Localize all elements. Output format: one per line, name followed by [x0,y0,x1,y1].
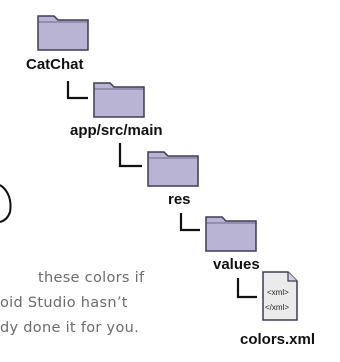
connector-line [236,278,257,299]
folder-label-res: res [168,191,191,208]
folder-icon [147,151,199,187]
xml-open-tag: <xml> [267,288,289,297]
annotation-line: oid Studio hasn’t [0,295,128,311]
connector-line [66,81,88,100]
xml-file-icon: <xml> </xml> [262,271,298,321]
folder-icon [93,82,145,118]
folder-label-catchat: CatChat [26,56,84,73]
annotation-text: these colors if oid Studio hasn’t dy don… [0,266,240,341]
folder-icon [205,216,257,252]
connector-line [118,143,142,168]
file-label-colors-xml: colors.xml [240,331,316,348]
annotation-line: these colors if [38,270,145,286]
folder-label-values: values [213,256,260,273]
connector-line [179,213,200,232]
xml-close-tag: </xml> [265,303,289,312]
annotation-line: dy done it for you. [0,320,140,336]
folder-label-app-src-main: app/src/main [70,122,163,139]
folder-icon [37,15,89,51]
annotation-arrow [0,184,12,223]
